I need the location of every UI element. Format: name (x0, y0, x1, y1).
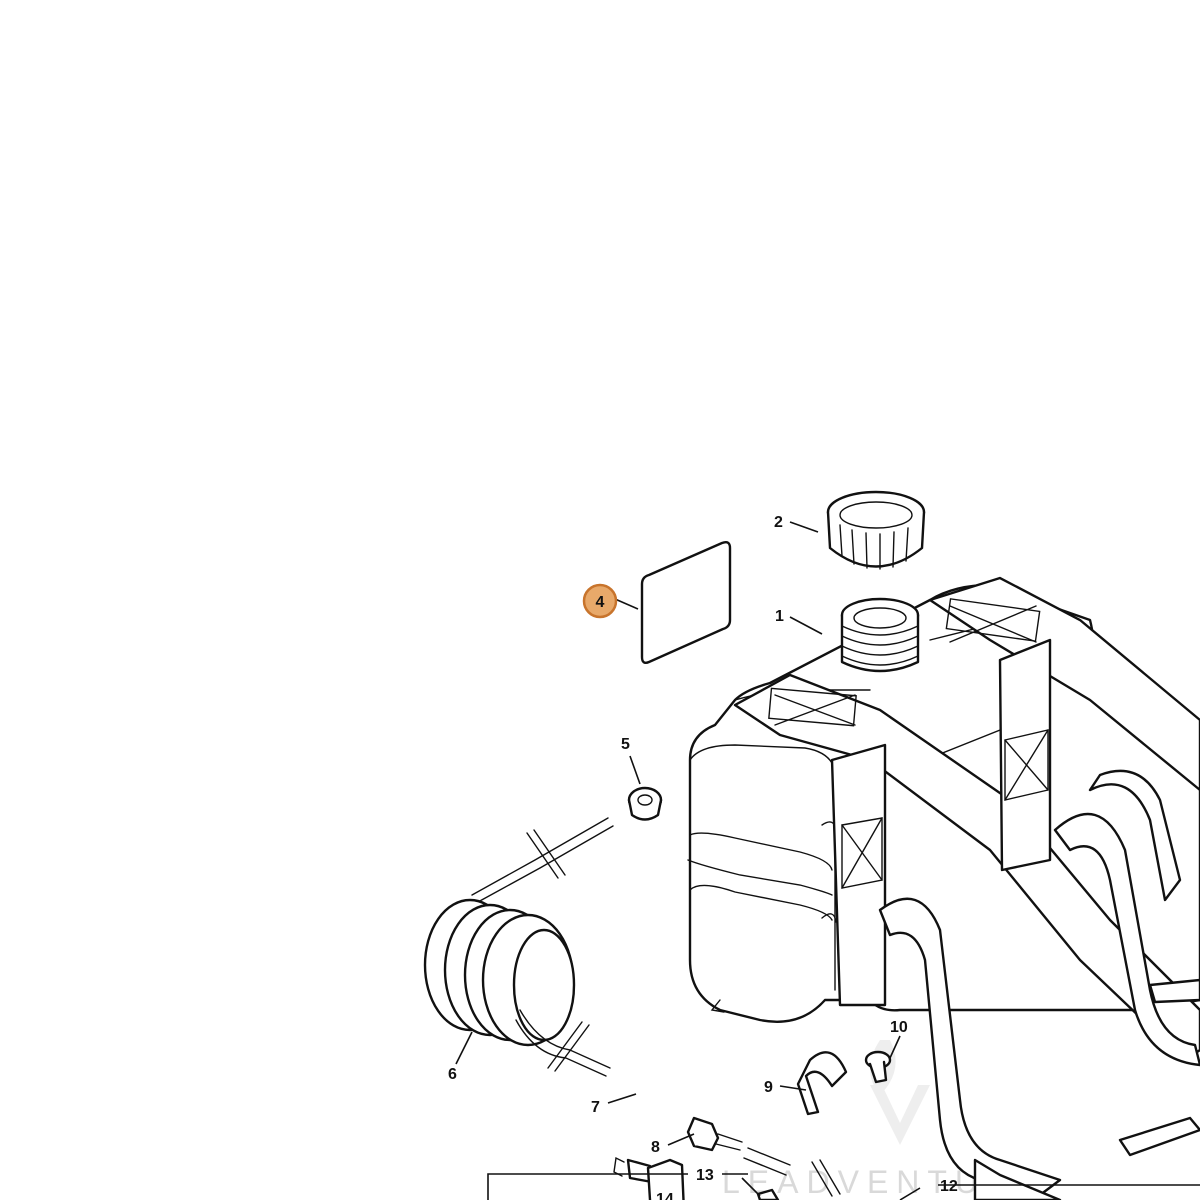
callout-4-highlight[interactable]: 4 (582, 583, 618, 619)
hose-connector[interactable] (613, 1156, 685, 1200)
callout-14[interactable]: 14 (656, 1191, 674, 1200)
decal-label[interactable] (640, 540, 732, 665)
hose-assembly-bracket (487, 1173, 1200, 1200)
harness-straps (733, 576, 1200, 1200)
hose-fitting[interactable] (686, 1116, 841, 1197)
highlight-circle (582, 583, 618, 619)
callout-leaders (455, 521, 901, 1146)
callout-10[interactable]: 10 (890, 1019, 908, 1036)
push-rivet[interactable] (864, 1050, 892, 1084)
hose-clip[interactable] (796, 1051, 848, 1116)
callout-4[interactable]: 4 (596, 594, 605, 611)
callout-9[interactable]: 9 (764, 1079, 773, 1096)
callout-12[interactable]: 12 (940, 1178, 958, 1195)
callout-6[interactable]: 6 (448, 1066, 457, 1083)
grommet[interactable] (627, 786, 663, 821)
fuel-hose-coil[interactable] (423, 817, 614, 1077)
callout-8[interactable]: 8 (651, 1139, 660, 1156)
callout-13[interactable]: 13 (696, 1167, 714, 1184)
fuel-cap[interactable] (826, 490, 926, 570)
callout-7[interactable]: 7 (591, 1099, 600, 1116)
callout-5[interactable]: 5 (621, 736, 630, 753)
callout-2[interactable]: 2 (774, 514, 783, 531)
callout-1[interactable]: 1 (775, 608, 784, 625)
